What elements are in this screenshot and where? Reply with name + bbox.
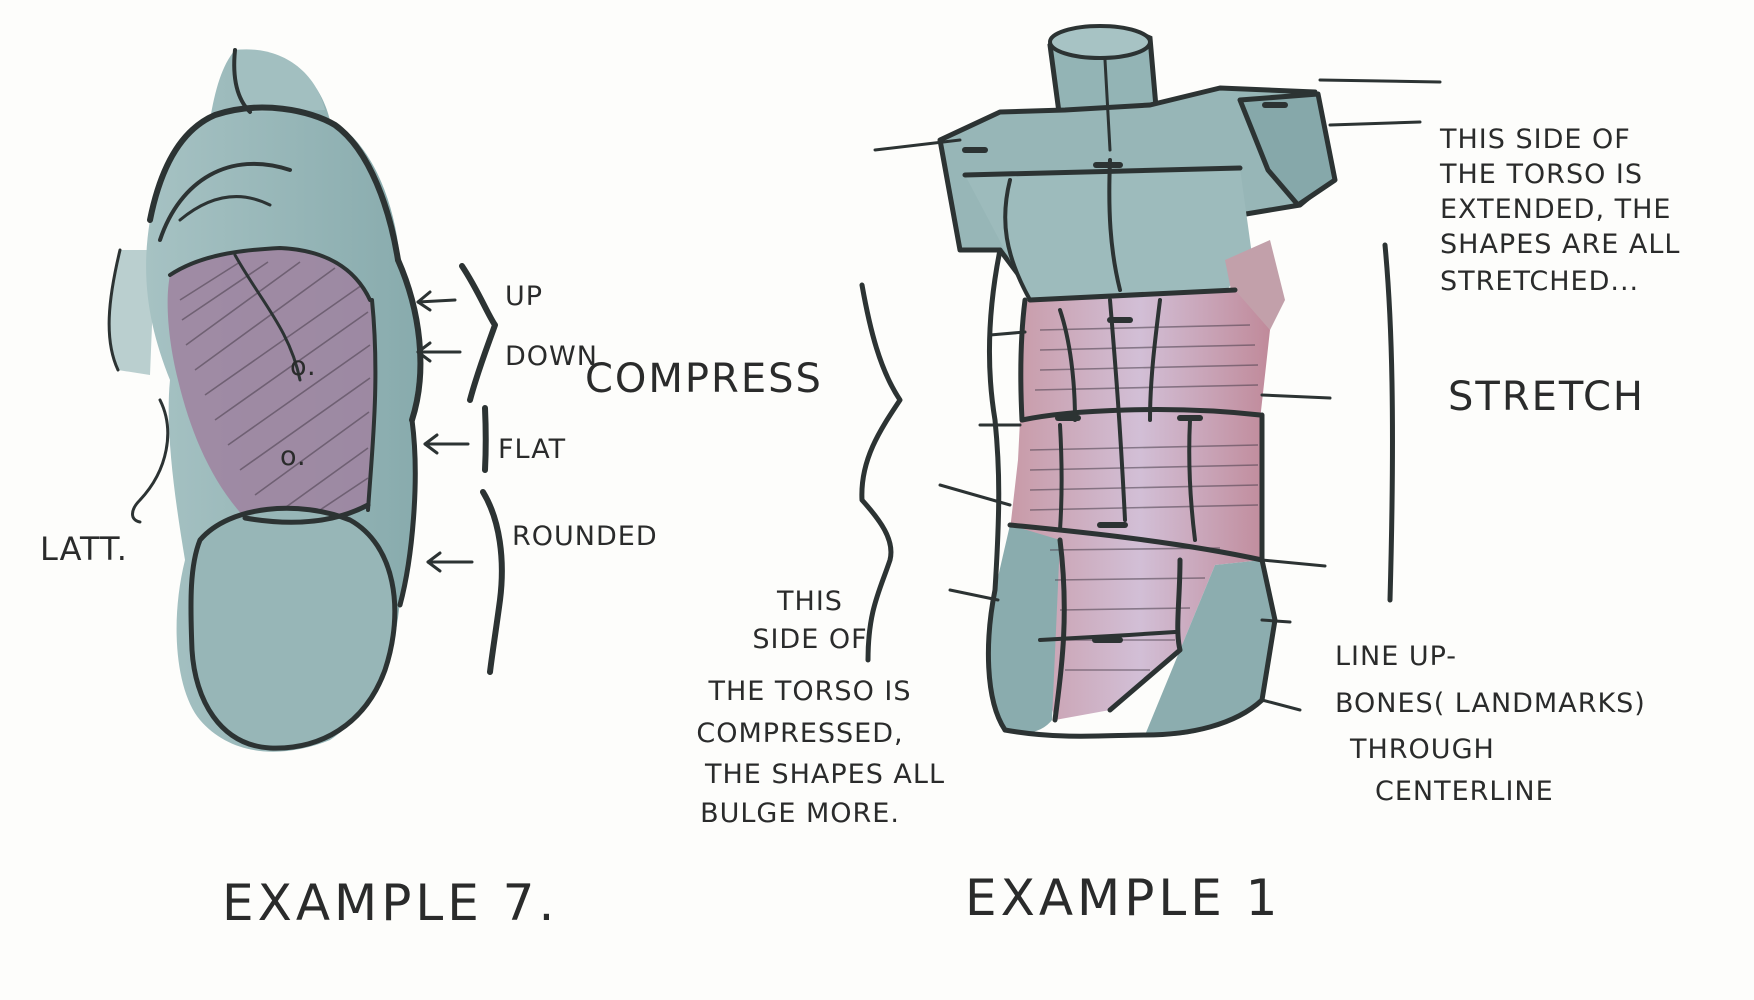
torso-figure-example-1: THIS SIDE OF THE TORSO IS EXTENDED, THE …: [696, 26, 1680, 927]
arrow-up: [418, 292, 455, 310]
svg-text:THE TORSO IS: THE TORSO IS: [707, 676, 911, 707]
svg-text:SHAPES ARE ALL: SHAPES ARE ALL: [1440, 229, 1680, 260]
svg-text:THIS SIDE OF: THIS SIDE OF: [1439, 124, 1631, 155]
svg-text:o.: o.: [290, 351, 317, 382]
arrow-flat: [425, 435, 468, 453]
svg-text:STRETCHED...: STRETCHED...: [1440, 266, 1639, 297]
label-stretch: STRETCH: [1448, 374, 1645, 420]
svg-text:BULGE MORE.: BULGE MORE.: [700, 798, 900, 829]
bracket-rounded: [483, 492, 502, 672]
compress-note: THIS SIDE OF THE TORSO IS COMPRESSED, TH…: [696, 586, 945, 829]
bracket-stretched-side: [1385, 245, 1392, 600]
left-arrows: [418, 292, 472, 571]
svg-text:BONES( LANDMARKS): BONES( LANDMARKS): [1335, 688, 1646, 719]
left-pelvis-shape: [191, 508, 395, 748]
caption-example-7: EXAMPLE 7.: [222, 874, 558, 932]
stretch-note: THIS SIDE OF THE TORSO IS EXTENDED, THE …: [1439, 124, 1680, 297]
svg-text:THE SHAPES ALL: THE SHAPES ALL: [704, 759, 945, 790]
arrow-down: [418, 343, 460, 361]
left-shoulder-block: [234, 49, 325, 112]
svg-text:THIS: THIS: [776, 586, 843, 617]
left-brackets: [462, 266, 502, 672]
svg-text:THROUGH: THROUGH: [1349, 734, 1495, 765]
bracket-up-down: [462, 266, 495, 400]
label-compress: COMPRESS: [585, 356, 823, 402]
svg-text:CENTERLINE: CENTERLINE: [1375, 776, 1554, 807]
label-latt: LATT.: [40, 530, 128, 568]
svg-text:LINE UP-: LINE UP-: [1335, 641, 1457, 672]
label-up: UP: [505, 281, 543, 312]
svg-text:THE TORSO IS: THE TORSO IS: [1439, 159, 1643, 190]
label-down: DOWN: [505, 341, 598, 372]
lineup-note: LINE UP- BONES( LANDMARKS) THROUGH CENTE…: [1335, 641, 1646, 807]
arrow-rounded: [428, 553, 472, 571]
svg-text:SIDE OF: SIDE OF: [752, 624, 867, 655]
svg-text:COMPRESSED,: COMPRESSED,: [696, 718, 903, 749]
svg-text:EXTENDED, THE: EXTENDED, THE: [1440, 194, 1672, 225]
bracket-flat: [485, 408, 486, 470]
label-rounded: ROUNDED: [512, 521, 658, 552]
svg-text:o.: o.: [280, 441, 307, 472]
label-flat: FLAT: [498, 434, 566, 465]
neck-top: [1050, 26, 1150, 58]
bracket-compressed-side: [862, 285, 900, 660]
caption-example-1: EXAMPLE 1: [965, 869, 1282, 927]
